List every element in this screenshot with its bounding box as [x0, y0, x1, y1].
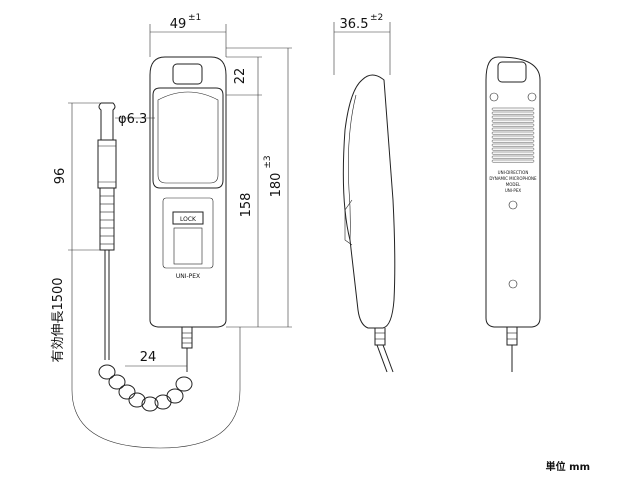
back-grille-slot	[491, 131, 535, 135]
width-tolerance: ±1	[188, 13, 201, 23]
back-grille-slot	[491, 147, 535, 151]
front-view: LOCK UNI-PEX	[149, 56, 227, 349]
back-grille-slot	[491, 127, 535, 131]
back-grille-slot	[491, 155, 535, 159]
back-grille-slot	[491, 115, 535, 119]
plug-length-value: 96	[53, 168, 68, 185]
back-grille	[491, 107, 535, 163]
back-grille-slot	[491, 111, 535, 115]
back-grille-slot	[491, 159, 535, 163]
lock-switch-label: LOCK	[180, 216, 197, 223]
coiled-cord	[98, 250, 193, 412]
cord-offset-value: 24	[140, 350, 157, 365]
unit-label: 単位 mm	[546, 460, 590, 473]
ptt-button	[173, 227, 203, 265]
back-grille-slot	[491, 151, 535, 155]
total-length-value: 180	[269, 173, 284, 198]
dimension-lines	[68, 22, 391, 449]
back-grille-slot	[491, 107, 535, 111]
back-grille-slot	[491, 143, 535, 147]
side-view	[342, 74, 396, 373]
dimension-labels: 49 ±1 36.5 ±2 22 φ6.3 96 158 180 ±3 24 有…	[51, 13, 590, 473]
body-length-value: 158	[239, 193, 254, 218]
back-grille-slot	[491, 119, 535, 123]
lock-switch	[172, 211, 204, 225]
total-length-tolerance: ±3	[263, 155, 273, 168]
phone-plug	[97, 102, 117, 251]
front-hanger-slot	[172, 63, 203, 85]
back-grille-slot	[491, 139, 535, 143]
back-brand-label: UNI-DIRECTION	[498, 170, 529, 175]
top-to-grille-value: 22	[233, 68, 248, 85]
back-hanger-slot	[497, 61, 527, 83]
back-sub-label-2: MODEL	[506, 182, 521, 187]
back-sub-label-1: DYNAMIC MICROPHONE	[489, 176, 537, 181]
front-grille	[157, 91, 219, 184]
front-lower-panel	[162, 197, 214, 269]
depth-tolerance: ±2	[370, 13, 383, 23]
back-sub-label-3: UNI-PEX	[505, 188, 521, 193]
front-body-outline	[149, 56, 227, 328]
back-grille-slot	[491, 135, 535, 139]
front-cord-bushing	[181, 327, 193, 349]
back-body-outline	[485, 56, 541, 328]
back-view: UNI-DIRECTION DYNAMIC MICROPHONE MODEL U…	[485, 56, 541, 372]
cord-length-value: 有効伸長1500	[51, 277, 66, 362]
front-brand-label: UNI-PEX	[176, 273, 200, 280]
back-grille-slot	[491, 123, 535, 127]
depth-value: 36.5	[340, 17, 369, 32]
front-grille-frame	[152, 87, 224, 189]
width-value: 49	[170, 17, 187, 32]
plug-diameter-value: φ6.3	[118, 112, 147, 127]
